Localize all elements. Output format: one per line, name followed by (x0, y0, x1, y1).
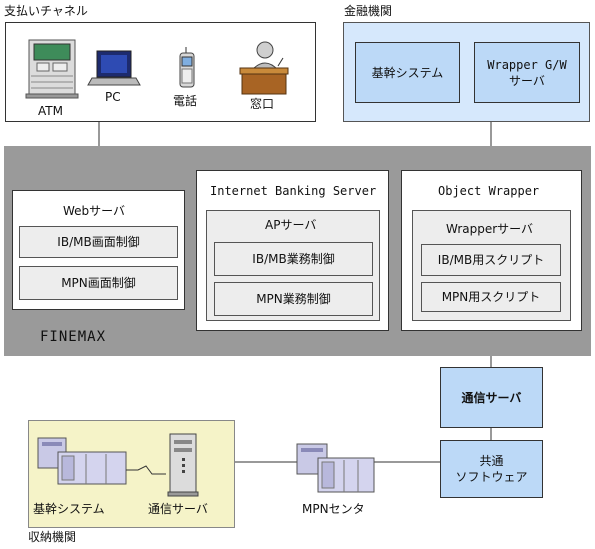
channel-label-phone: 電話 (173, 94, 198, 108)
mpn-script-label: MPN用スクリプト (441, 290, 541, 304)
wrapper-gw-line2: サーバ (509, 73, 545, 88)
comm-server-label: 通信サーバ (461, 390, 522, 405)
internet-banking-server-title: Internet Banking Server (210, 184, 377, 198)
ib-mb-screen-control-box: IB/MB画面制御 (19, 226, 178, 258)
finemax-label: FINEMAX (40, 329, 107, 345)
ib-mb-business-control-label: IB/MB業務制御 (252, 252, 335, 266)
ib-mb-script-label: IB/MB用スクリプト (437, 253, 545, 267)
collection-core-system-label: 基幹システム (33, 502, 105, 516)
mpn-screen-control-box: MPN画面制御 (19, 266, 178, 300)
fi-core-system-box: 基幹システム (355, 42, 460, 103)
ib-mb-business-control-box: IB/MB業務制御 (214, 242, 373, 276)
wrapper-gw-server-box: Wrapper G/W サーバ (474, 42, 580, 103)
channel-label-pc: PC (105, 90, 121, 104)
ap-server-title: APサーバ (265, 218, 317, 232)
object-wrapper-title: Object Wrapper (438, 184, 540, 198)
mpn-script-box: MPN用スクリプト (421, 282, 561, 312)
channel-label-atm: ATM (38, 104, 63, 118)
mpn-business-control-box: MPN業務制御 (214, 282, 373, 316)
ib-mb-screen-control-label: IB/MB画面制御 (57, 235, 140, 249)
ib-mb-script-box: IB/MB用スクリプト (421, 244, 561, 276)
collection-comm-server-label: 通信サーバ (148, 502, 208, 516)
channel-label-counter: 窓口 (250, 97, 275, 111)
wrapper-gw-line1: Wrapper G/W (487, 57, 567, 72)
wrapper-server-title: Wrapperサーバ (446, 222, 534, 236)
comm-server-box: 通信サーバ (440, 367, 543, 428)
common-software-line2: ソフトウェア (455, 470, 528, 484)
common-software-line1: 共通 (479, 454, 504, 468)
mpn-business-control-label: MPN業務制御 (256, 292, 331, 306)
web-server-title: Webサーバ (63, 204, 126, 218)
payment-channels-title: 支払いチャネル (4, 4, 88, 18)
fi-core-system-label: 基幹システム (371, 65, 444, 80)
collection-institution-title: 収納機関 (28, 530, 77, 544)
mpn-screen-control-label: MPN画面制御 (61, 276, 136, 290)
common-software-box: 共通 ソフトウェア (440, 440, 543, 498)
financial-institution-title: 金融機関 (344, 4, 393, 18)
mpn-center-label: MPNセンタ (302, 502, 365, 516)
